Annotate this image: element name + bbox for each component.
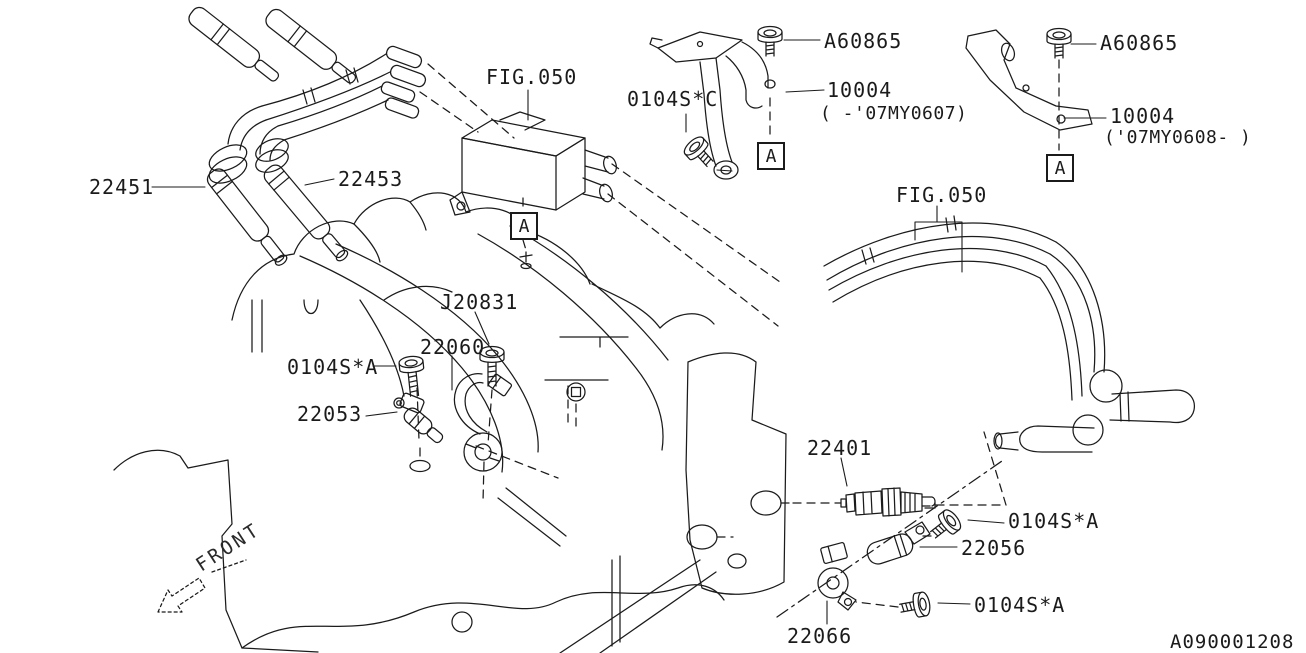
part-label-a60865-right[interactable]: A60865	[1100, 31, 1179, 55]
engine-block-drawing	[113, 192, 787, 653]
diagram-id: A090001208	[1170, 631, 1295, 653]
bracket-10004-early-drawing	[649, 31, 776, 180]
sensor-22066-drawing	[817, 541, 857, 611]
knock-sensor-22060-drawing	[453, 372, 513, 472]
part-label-a60865-center[interactable]: A60865	[824, 29, 903, 53]
part-label-22451[interactable]: 22451	[89, 175, 155, 199]
bolt-a60865-center-drawing	[757, 25, 783, 57]
part-label-j20831[interactable]: J20831	[440, 290, 519, 314]
crank-sensor-22053-drawing	[393, 392, 444, 444]
part-range-10004-late: ('07MY0608- )	[1104, 127, 1252, 148]
dashed-construction-lines	[416, 59, 1060, 608]
spark-plug-wire-set-right	[823, 215, 1195, 453]
bolt-0104s-a-66-drawing	[897, 590, 933, 621]
part-range-10004-early: ( -'07MY0607)	[820, 103, 968, 124]
bolt-a60865-right-drawing	[1046, 27, 1072, 59]
spark-plug-wire-set-left	[206, 45, 427, 266]
marker-a-box-coil: A	[510, 212, 538, 240]
marker-a-box-bracket-late: A	[1046, 154, 1074, 182]
front-arrow-icon	[157, 559, 247, 613]
part-label-0104s-a-mid[interactable]: 0104S*A	[287, 355, 379, 379]
part-label-0104s-a-cam[interactable]: 0104S*A	[1008, 509, 1100, 533]
cam-sensor-22056-drawing	[866, 521, 931, 565]
spark-plug-drawing	[840, 487, 936, 517]
camshaft-axis-line	[776, 460, 1003, 618]
figure-ref-fig050-top[interactable]: FIG.050	[486, 65, 578, 89]
part-label-22056[interactable]: 22056	[961, 536, 1027, 560]
part-label-10004-late[interactable]: 10004	[1110, 104, 1176, 128]
part-label-10004-early[interactable]: 10004	[827, 78, 893, 102]
ignition-coil-drawing	[449, 111, 617, 216]
figure-ref-fig050-right[interactable]: FIG.050	[896, 183, 988, 207]
part-label-0104s-a-66[interactable]: 0104S*A	[974, 593, 1066, 617]
marker-a-box-bracket-early: A	[757, 142, 785, 170]
upper-left-plug-boots	[188, 6, 357, 84]
part-label-22401[interactable]: 22401	[807, 436, 873, 460]
part-label-0104s-c[interactable]: 0104S*C	[627, 87, 719, 111]
leader-lines	[151, 39, 1107, 625]
part-label-22060[interactable]: 22060	[420, 335, 486, 359]
bolt-0104s-a-cam-drawing	[925, 506, 965, 545]
part-label-22453[interactable]: 22453	[338, 167, 404, 191]
bolt-0104s-c-drawing	[680, 133, 720, 173]
part-label-22066[interactable]: 22066	[787, 624, 853, 648]
part-label-22053[interactable]: 22053	[297, 402, 363, 426]
bracket-10004-late-drawing	[965, 29, 1093, 131]
